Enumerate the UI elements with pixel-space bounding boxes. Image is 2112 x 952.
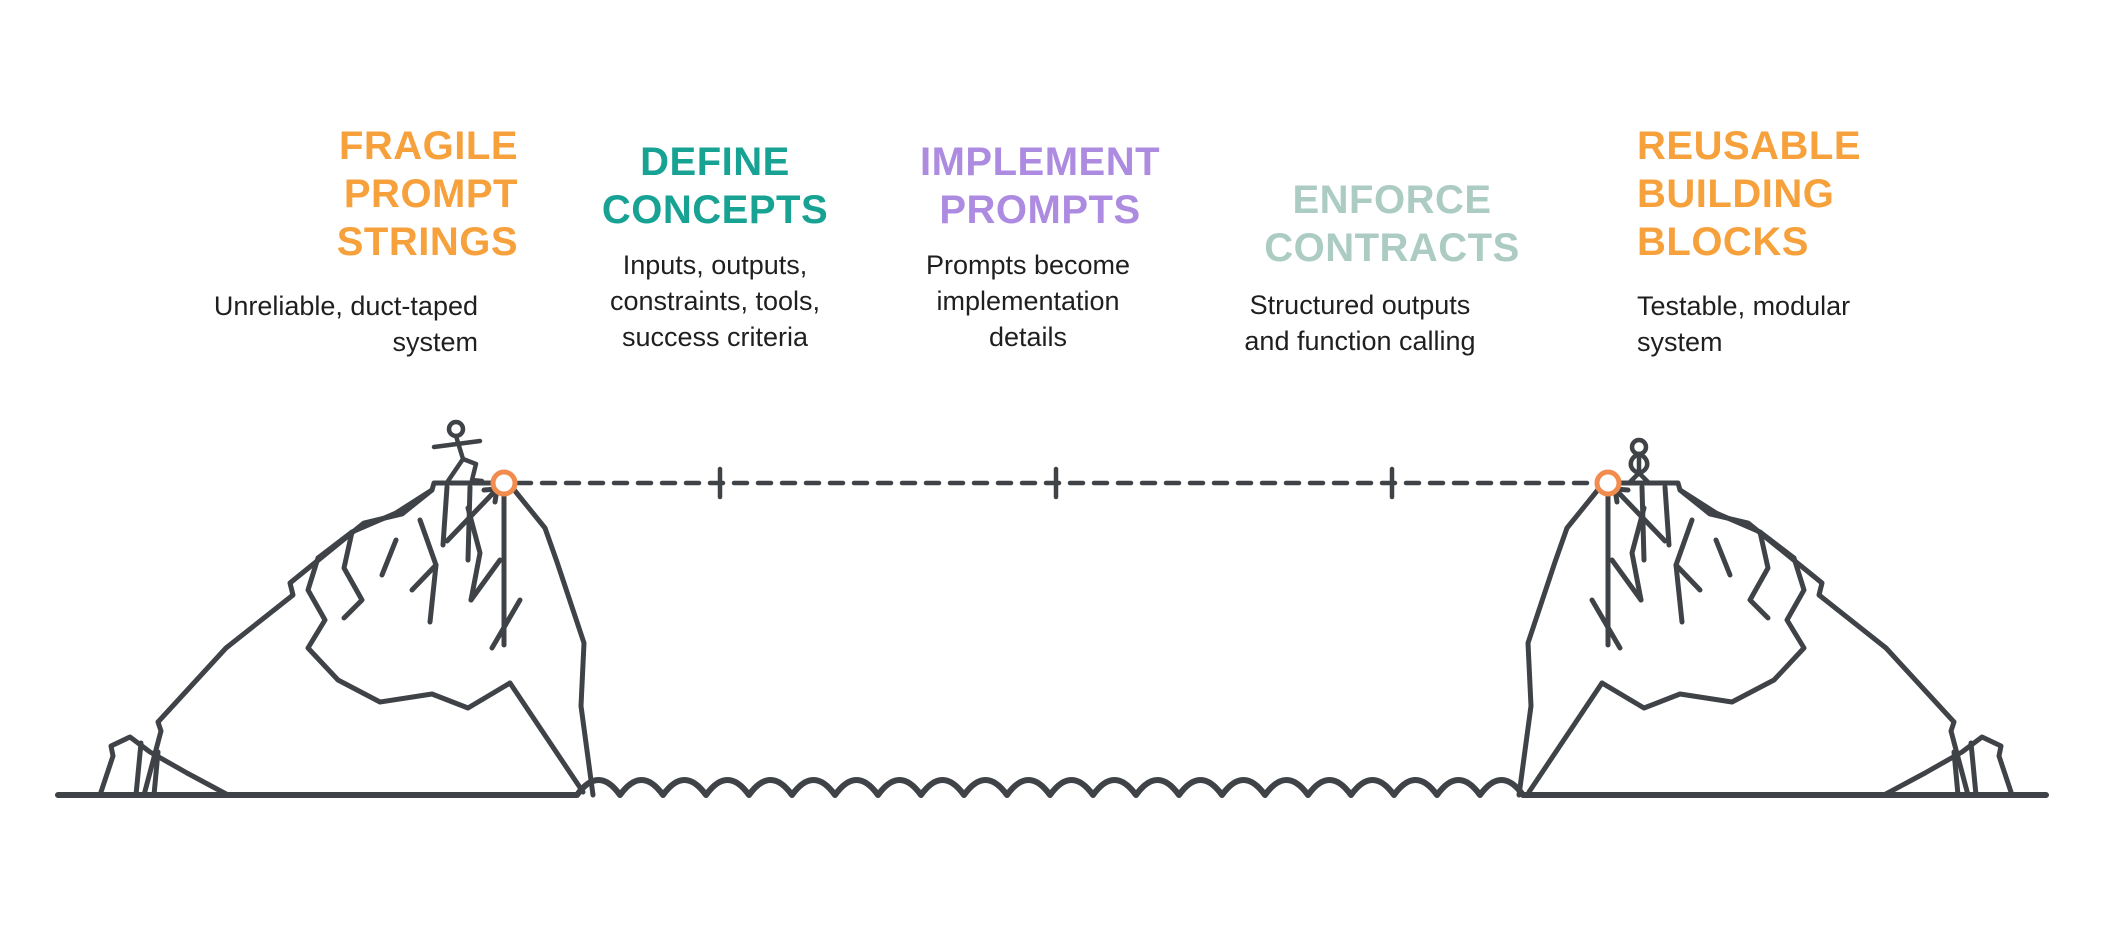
title-line: IMPLEMENT <box>919 140 1161 184</box>
column-description: Inputs, outputs, constraints, tools, suc… <box>545 247 885 355</box>
column-description: Unreliable, duct-taped system <box>178 288 478 360</box>
column-reusable-building-blocks: REUSABLE BUILDING BLOCKS Testable, modul… <box>1637 122 1997 360</box>
column-description: Testable, modular system <box>1637 288 1997 360</box>
column-enforce-contracts: ENFORCE CONTRACTS Structured outputs and… <box>1222 176 1562 359</box>
right-cliff <box>1519 483 2012 795</box>
desc-line: Prompts become <box>925 250 1131 280</box>
anchor-ring-left <box>490 469 518 497</box>
column-fragile-prompt-strings: FRAGILE PROMPT STRINGS Unreliable, duct-… <box>178 122 518 360</box>
desc-line: system <box>1637 327 1723 357</box>
title-line: STRINGS <box>336 220 518 264</box>
desc-line: system <box>392 327 478 357</box>
title-line: DEFINE <box>640 140 790 184</box>
title-line: CONTRACTS <box>1264 226 1520 270</box>
column-define-concepts: DEFINE CONCEPTS Inputs, outputs, constra… <box>545 138 885 355</box>
desc-line: and function calling <box>1244 326 1476 356</box>
desc-line: Testable, modular <box>1637 291 1851 321</box>
stick-figure-standing <box>1627 437 1651 485</box>
desc-line: Unreliable, duct-taped <box>213 291 478 321</box>
desc-line: Structured outputs <box>1249 290 1471 320</box>
column-title: IMPLEMENT PROMPTS <box>870 138 1210 234</box>
column-title: ENFORCE CONTRACTS <box>1222 176 1562 272</box>
title-line: PROMPT <box>343 172 518 216</box>
title-line: ENFORCE <box>1292 178 1492 222</box>
title-line: REUSABLE <box>1637 124 1862 168</box>
title-line: PROMPTS <box>939 188 1141 232</box>
column-implement-prompts: IMPLEMENT PROMPTS Prompts become impleme… <box>870 138 1210 355</box>
title-line: BUILDING <box>1637 172 1835 216</box>
desc-line: implementation <box>936 286 1120 316</box>
title-line: BLOCKS <box>1637 220 1809 264</box>
column-description: Prompts become implementation details <box>858 247 1198 355</box>
desc-line: details <box>988 322 1068 352</box>
ground-and-water-line <box>55 777 2049 798</box>
title-line: FRAGILE <box>338 124 518 168</box>
column-description: Structured outputs and function calling <box>1190 287 1530 359</box>
title-line: CONCEPTS <box>601 188 829 232</box>
desc-line: success criteria <box>621 322 809 352</box>
column-title: FRAGILE PROMPT STRINGS <box>178 122 518 266</box>
left-cliff <box>100 483 593 795</box>
column-title: REUSABLE BUILDING BLOCKS <box>1637 122 1997 266</box>
desc-line: constraints, tools, <box>609 286 821 316</box>
anchor-ring-right <box>1594 469 1622 497</box>
desc-line: Inputs, outputs, <box>622 250 808 280</box>
column-title: DEFINE CONCEPTS <box>545 138 885 234</box>
stick-figure-walking <box>431 419 485 484</box>
